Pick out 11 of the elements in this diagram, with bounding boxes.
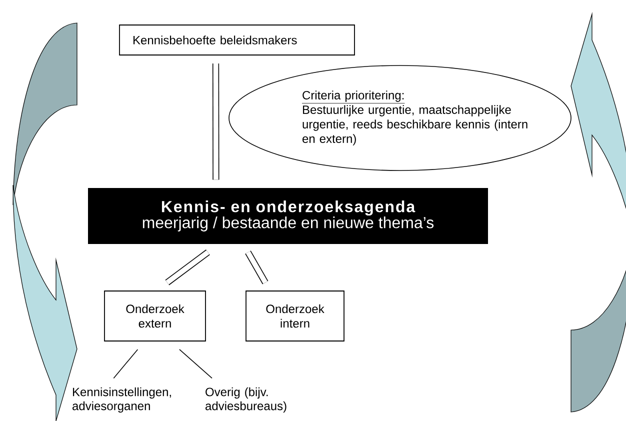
connector-line bbox=[212, 63, 220, 180]
process-box: Kennisbehoefte beleidsmakers bbox=[119, 24, 355, 56]
connector-line bbox=[245, 250, 268, 284]
bare-text: Kennisinstellingen, adviesorganen bbox=[72, 387, 171, 413]
connector-line bbox=[113, 349, 138, 379]
bare-text: Overig (bijv. adviesbureaus) bbox=[206, 387, 286, 413]
connector-line bbox=[179, 349, 212, 379]
connector-line bbox=[165, 250, 210, 286]
agenda-box: Kennis- en onderzoeksagenda meerjarig / bestaande en nieuwe thema’s bbox=[88, 188, 488, 244]
process-box: Onderzoek extern bbox=[104, 290, 206, 342]
process-box: Onderzoek intern bbox=[246, 290, 344, 342]
